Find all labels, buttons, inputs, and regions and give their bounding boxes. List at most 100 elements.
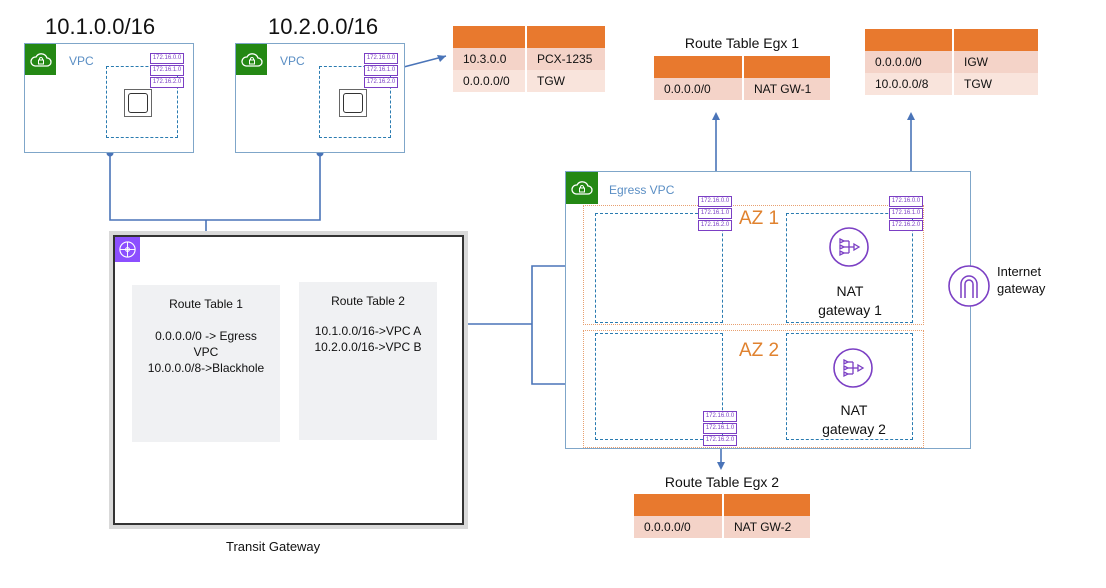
header-cell	[723, 494, 810, 516]
vpc-cloud-lock-icon	[25, 44, 56, 75]
vpc-a-subnet	[106, 66, 178, 138]
route-chip: 172.16.0.0	[703, 411, 737, 422]
destination-cell: 10.0.0.0/8	[865, 73, 954, 95]
egress-vpc-label: Egress VPC	[609, 183, 675, 197]
vpc-a[interactable]: VPC 172.16.0.0 172.16.1.0 172.16.2.0	[24, 43, 194, 153]
header-cell	[865, 29, 954, 51]
header-cell	[743, 56, 830, 78]
nat-gateway-1-label: NAT gateway 1	[805, 282, 895, 320]
route-line: 10.1.0.0/16->VPC A	[314, 324, 422, 338]
header-cell	[654, 56, 744, 78]
connector-vpc-b	[206, 153, 321, 221]
route-chip: 172.16.0.0	[889, 196, 923, 207]
target-cell: NAT GW-2	[723, 516, 810, 538]
header-cell	[453, 26, 527, 48]
nat-label-line: gateway 1	[818, 302, 882, 318]
target-cell: IGW	[953, 51, 1038, 73]
target-cell: TGW	[953, 73, 1038, 95]
igw-label-line: Internet	[997, 264, 1042, 279]
nat-label-line: NAT	[836, 283, 864, 299]
route-table-1-title: Route Table 1	[169, 297, 243, 311]
route-chip: 172.16.1.0	[703, 423, 737, 434]
destination-cell: 0.0.0.0/0	[654, 78, 744, 100]
arrow-head-public	[907, 112, 915, 120]
arrow-head-egx1	[712, 112, 720, 120]
route-table-2-panel[interactable]: Route Table 2 10.1.0.0/16->VPC A 10.2.0.…	[299, 282, 437, 440]
route-chip: 172.16.1.0	[150, 65, 184, 76]
nat-gateway-2-label: NAT gateway 2	[809, 401, 899, 439]
header-cell	[526, 26, 605, 48]
route-chip: 172.16.0.0	[150, 53, 184, 64]
vpc-a-route-chips: 172.16.0.0 172.16.1.0 172.16.2.0	[150, 53, 184, 88]
route-table-egx2-title: Route Table Egx 2	[664, 474, 780, 490]
vpc-b-subnet	[319, 66, 391, 138]
vpc-a-cidr: 10.1.0.0/16	[45, 14, 156, 39]
vpc-b-cidr: 10.2.0.0/16	[268, 14, 379, 39]
route-chip: 172.16.2.0	[150, 77, 184, 88]
az-2-label: AZ 2	[739, 340, 780, 361]
az-1[interactable]	[583, 205, 924, 325]
az-1-private-route-chips: 172.16.0.0 172.16.1.0 172.16.2.0	[698, 196, 732, 231]
target-cell: PCX-1235	[526, 48, 605, 70]
transit-gateway-caption: Transit Gateway	[226, 539, 321, 554]
az-2-public-subnet	[786, 333, 913, 440]
destination-cell: 10.3.0.0	[453, 48, 527, 70]
vpc-cloud-lock-icon	[566, 172, 598, 204]
destination-cell: 0.0.0.0/0	[453, 70, 527, 92]
az-1-public-subnet	[786, 213, 913, 323]
nat-label-line: NAT	[840, 402, 868, 418]
internet-gateway-label: Internet gateway	[997, 263, 1045, 297]
nat-gateway-1-icon	[828, 226, 870, 273]
internet-gateway-icon[interactable]	[947, 264, 991, 313]
target-cell: NAT GW-1	[743, 78, 830, 100]
route-chip: 172.16.1.0	[364, 65, 398, 76]
transit-gateway[interactable]: Route Table 1 0.0.0.0/0 -> Egress VPC 10…	[113, 235, 464, 525]
az-1-label: AZ 1	[739, 208, 780, 229]
vpc-a-label: VPC	[69, 54, 94, 68]
route-chip: 172.16.1.0	[889, 208, 923, 219]
header-cell	[953, 29, 1038, 51]
route-chip: 172.16.2.0	[889, 220, 923, 231]
egress-vpc[interactable]: Egress VPC AZ 1 NAT gateway 1 AZ 2 NAT g…	[565, 171, 971, 449]
vpc-b[interactable]: VPC 172.16.0.0 172.16.1.0 172.16.2.0	[235, 43, 405, 153]
route-line: VPC	[193, 345, 219, 359]
connector-vpc-a	[109, 153, 206, 221]
route-chip: 172.16.0.0	[698, 196, 732, 207]
igw-label-line: gateway	[997, 281, 1046, 296]
nat-gateway-2-icon	[832, 347, 874, 394]
route-line: 0.0.0.0/0 -> Egress	[155, 329, 257, 343]
ec2-instance-icon	[124, 89, 152, 117]
route-table-egx1-title: Route Table Egx 1	[684, 35, 800, 51]
az-2[interactable]	[583, 330, 924, 448]
ec2-instance-icon	[339, 89, 367, 117]
route-chip: 172.16.0.0	[364, 53, 398, 64]
destination-cell: 0.0.0.0/0	[865, 51, 954, 73]
destination-cell: 0.0.0.0/0	[634, 516, 724, 538]
route-chip: 172.16.1.0	[698, 208, 732, 219]
route-chip: 172.16.2.0	[364, 77, 398, 88]
nat-label-line: gateway 2	[822, 421, 886, 437]
route-chip: 172.16.2.0	[703, 435, 737, 446]
route-table-2-title: Route Table 2	[331, 294, 405, 308]
route-line: 10.2.0.0/16->VPC B	[314, 340, 422, 354]
arrow-head-egx2	[717, 462, 725, 470]
header-cell	[634, 494, 724, 516]
transit-gateway-hub-icon	[115, 237, 140, 262]
az-1-public-route-chips: 172.16.0.0 172.16.1.0 172.16.2.0	[889, 196, 923, 231]
vpc-b-label: VPC	[280, 54, 305, 68]
target-cell: TGW	[526, 70, 605, 92]
vpc-b-route-chips: 172.16.0.0 172.16.1.0 172.16.2.0	[364, 53, 398, 88]
vpc-cloud-lock-icon	[236, 44, 267, 75]
route-line: 10.0.0.0/8->Blackhole	[147, 361, 265, 375]
az-2-private-route-chips: 172.16.0.0 172.16.1.0 172.16.2.0	[703, 411, 737, 446]
route-table-1-panel[interactable]: Route Table 1 0.0.0.0/0 -> Egress VPC 10…	[132, 285, 280, 442]
